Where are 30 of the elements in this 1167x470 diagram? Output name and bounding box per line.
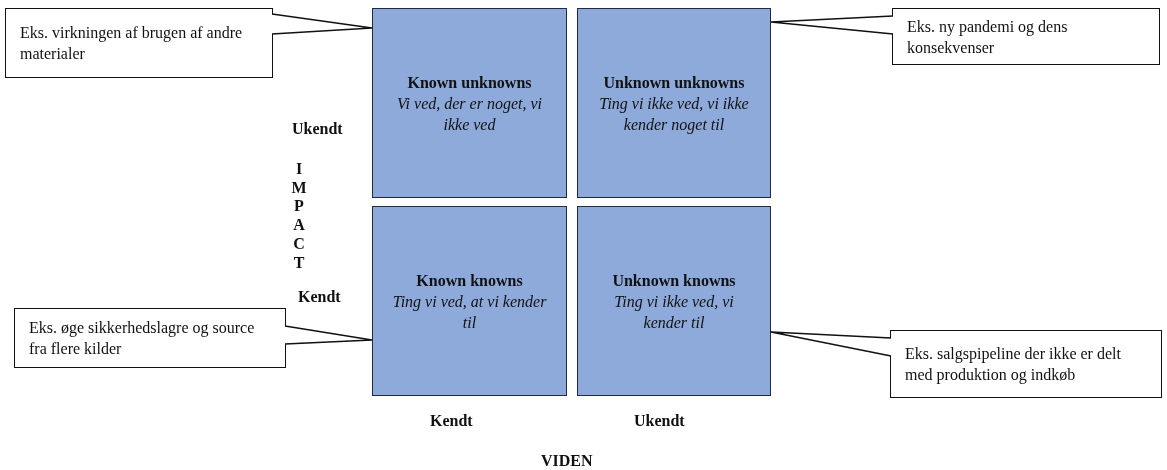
quadrant-description: Ting vi ved, at vi kender til (391, 291, 548, 333)
axis-title: VIDEN (541, 452, 593, 470)
quadrant-title: Unknown unknowns (603, 72, 745, 93)
callout-text: Eks. salgspipeline der ikke er delt med produktion og indkøb (905, 344, 1122, 385)
quadrant-title: Unknown knowns (612, 270, 736, 291)
axis-label: Kendt (430, 412, 473, 430)
quadrant-box (577, 206, 771, 396)
quadrant-box (577, 8, 771, 198)
quadrant-title: Known knowns (416, 270, 523, 291)
quadrant-description: Ting vi ikke ved, vi kender til (613, 291, 735, 333)
callout-pointer (770, 331, 892, 357)
callout-pointer (284, 325, 373, 345)
callout-text: Eks. øge sikkerhedslagre og source fra flere kilder (29, 318, 256, 359)
callout-pointer (770, 15, 894, 35)
callout-box (890, 330, 1162, 398)
callout-pointer (271, 13, 373, 35)
quadrant-box (372, 8, 567, 198)
axis-title: IMPACT (291, 160, 307, 273)
callout-box (892, 8, 1160, 65)
callout-box (5, 8, 273, 78)
callout-text: Eks. ny pandemi og dens konsekvenser (907, 16, 1069, 58)
quadrant-description: Vi ved, der er noget, vi ikke ved (396, 93, 543, 135)
axis-label: Ukendt (634, 412, 685, 430)
callout-text: Eks. virkningen af brugen af andre materialer (20, 23, 244, 64)
quadrant-title: Known unknowns (407, 72, 532, 93)
quadrant-box (372, 206, 567, 396)
callout-box (14, 308, 286, 368)
axis-label: Ukendt (292, 120, 343, 138)
quadrant-description: Ting vi ikke ved, vi ikke kender noget til (598, 93, 750, 135)
axis-label: Kendt (298, 288, 341, 306)
